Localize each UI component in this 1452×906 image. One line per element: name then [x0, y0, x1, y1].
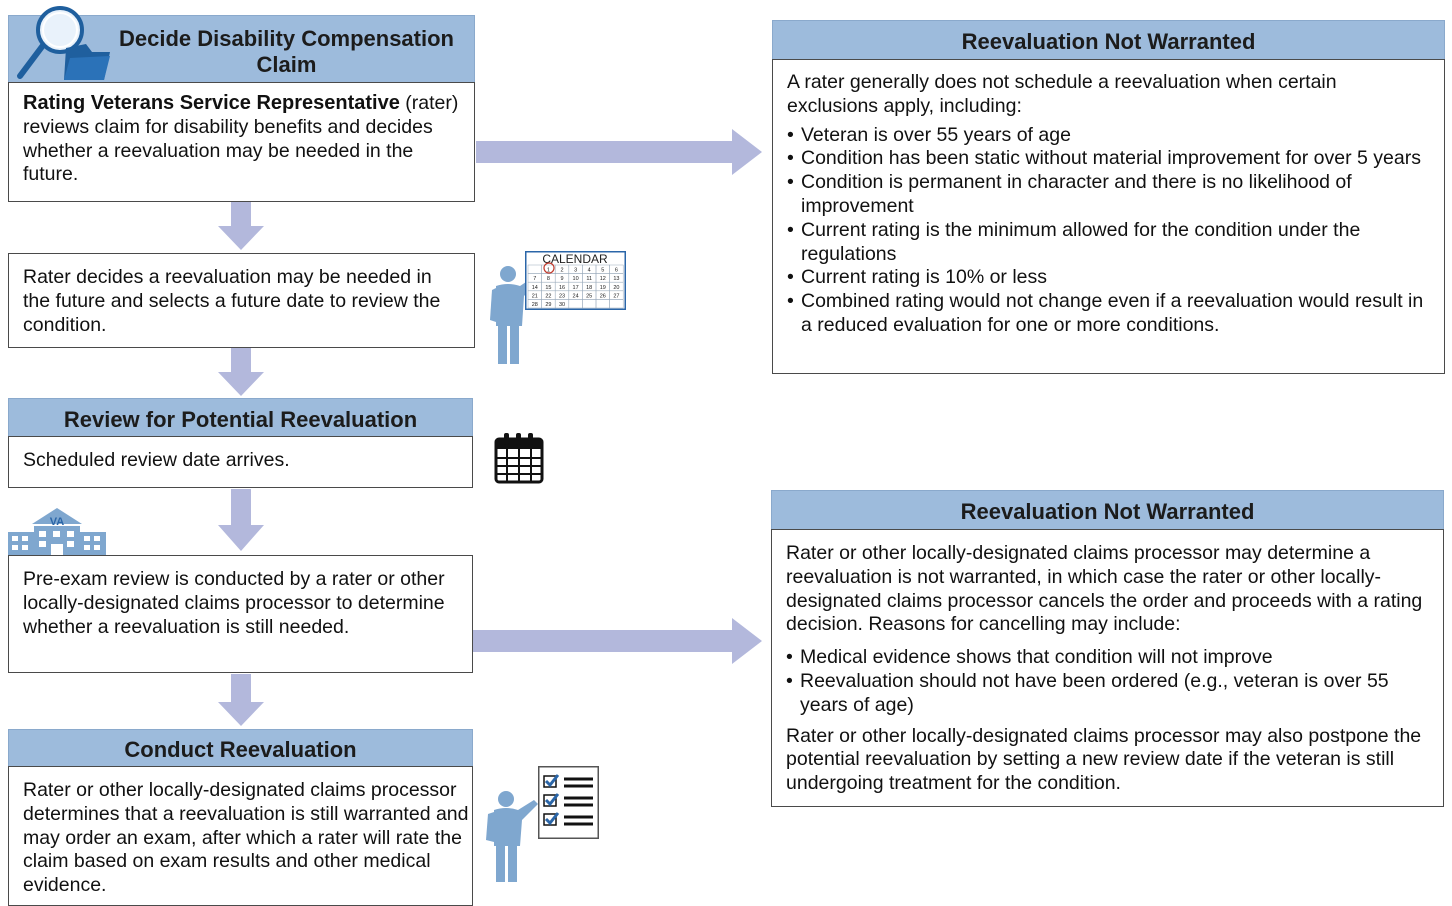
- not-warranted-2-intro: Rater or other locally-designated claims…: [786, 542, 1423, 636]
- calendar-day-label: 5: [601, 268, 604, 274]
- calendar-day-label: 8: [547, 276, 550, 282]
- step3-title: Review for Potential Reevaluation: [63, 407, 418, 432]
- checklist-icon: [538, 766, 599, 839]
- step5-title: Conduct Reevaluation: [124, 737, 357, 762]
- step1-box: Rating Veterans Service Representative (…: [8, 82, 475, 202]
- step2-text: Rater decides a reevaluation may be need…: [23, 266, 441, 336]
- step3-text: Scheduled review date arrives.: [23, 449, 290, 471]
- step5-text: Rater or other locally-designated claims…: [23, 779, 469, 897]
- down-arrow-3: [218, 489, 264, 551]
- magnifier-folder-icon: [14, 4, 114, 82]
- calendar-day-label: 4: [588, 268, 591, 274]
- not-warranted-2-outro: Rater or other locally-designated claims…: [786, 724, 1422, 795]
- calendar-icon: [494, 431, 544, 484]
- not-warranted-2-title: Reevaluation Not Warranted: [960, 499, 1255, 524]
- calendar-day-label: 15: [545, 285, 551, 291]
- not-warranted-1-header: Reevaluation Not Warranted: [772, 20, 1445, 60]
- step1-text-block: Rating Veterans Service Representative (…: [23, 92, 460, 187]
- calendar-day-label: 1: [547, 268, 550, 274]
- calendar-day-label: 11: [586, 276, 592, 282]
- list-item: Condition has been static without materi…: [787, 147, 1430, 171]
- right-arrow-2: [473, 618, 762, 664]
- calendar-day-label: 27: [613, 293, 619, 299]
- not-warranted-2-box: Rater or other locally-designated claims…: [771, 529, 1444, 807]
- calendar-day-label: 25: [586, 293, 592, 299]
- list-item: Combined rating would not change even if…: [787, 290, 1430, 338]
- calendar-day-label: 6: [615, 268, 618, 274]
- calendar-day-label: 30: [559, 302, 565, 308]
- not-warranted-1-intro: A rater generally does not schedule a re…: [787, 71, 1337, 117]
- calendar-day-label: 20: [613, 285, 619, 291]
- calendar-day-label: 9: [560, 276, 563, 282]
- step3-box: Scheduled review date arrives.: [8, 436, 473, 488]
- step5-header: Conduct Reevaluation: [8, 729, 473, 767]
- calendar-day-label: 23: [559, 293, 565, 299]
- calendar-day-label: 10: [573, 276, 579, 282]
- step4-text: Pre-exam review is conducted by a rater …: [23, 568, 445, 638]
- calendar-day-label: 21: [532, 293, 538, 299]
- calendar-cell: [609, 299, 624, 309]
- list-item: Medical evidence shows that condition wi…: [786, 646, 1441, 670]
- calendar-day-label: 3: [574, 268, 577, 274]
- calendar-day-label: 26: [600, 293, 606, 299]
- calendar-day-label: 12: [600, 276, 606, 282]
- step5-box: Rater or other locally-designated claims…: [8, 766, 473, 906]
- calendar-day-label: 29: [545, 302, 551, 308]
- down-arrow-4: [218, 674, 264, 726]
- not-warranted-1-box: A rater generally does not schedule a re…: [772, 59, 1445, 374]
- not-warranted-2-header: Reevaluation Not Warranted: [771, 490, 1444, 530]
- step4-box: Pre-exam review is conducted by a rater …: [8, 555, 473, 673]
- calendar-label: CALENDAR: [542, 252, 608, 266]
- person-pointing-icon-2: [484, 788, 544, 884]
- list-item: Current rating is 10% or less: [787, 266, 1430, 290]
- down-arrow-1: [218, 202, 264, 250]
- not-warranted-1-list: Veteran is over 55 years of age Conditio…: [787, 124, 1430, 338]
- list-item: Veteran is over 55 years of age: [787, 124, 1430, 148]
- list-item: Condition is permanent in character and …: [787, 171, 1430, 219]
- right-arrow-1: [476, 129, 762, 175]
- calendar-day-label: 19: [600, 285, 606, 291]
- calendar-day-label: 24: [573, 293, 579, 299]
- calendar-day-label: 28: [532, 302, 538, 308]
- calendar-day-label: 13: [613, 276, 619, 282]
- calendar-day-label: 18: [586, 285, 592, 291]
- list-item: Current rating is the minimum allowed fo…: [787, 219, 1430, 267]
- calendar-day-label: 7: [533, 276, 536, 282]
- calendar-day-label: 22: [545, 293, 551, 299]
- calendar-day-label: 14: [532, 285, 538, 291]
- calendar-day-label: 16: [559, 285, 565, 291]
- calendar-day-label: 17: [573, 285, 579, 291]
- calendar-day-label: 2: [560, 268, 563, 274]
- down-arrow-2: [218, 348, 264, 396]
- not-warranted-2-list: Medical evidence shows that condition wi…: [786, 646, 1441, 717]
- va-label: VA: [50, 516, 65, 528]
- not-warranted-1-title: Reevaluation Not Warranted: [961, 29, 1256, 54]
- step1-text: (rater) reviews claim for disability ben…: [23, 92, 459, 186]
- va-building-icon: VA: [6, 506, 108, 560]
- step2-box: Rater decides a reevaluation may be need…: [8, 253, 475, 348]
- step1-bold-title: Rating Veterans Service Representative: [23, 92, 400, 114]
- step3-header: Review for Potential Reevaluation: [8, 398, 473, 437]
- step1-title: Decide Disability Compensation Claim: [119, 26, 454, 77]
- list-item: Reevaluation should not have been ordere…: [786, 670, 1441, 718]
